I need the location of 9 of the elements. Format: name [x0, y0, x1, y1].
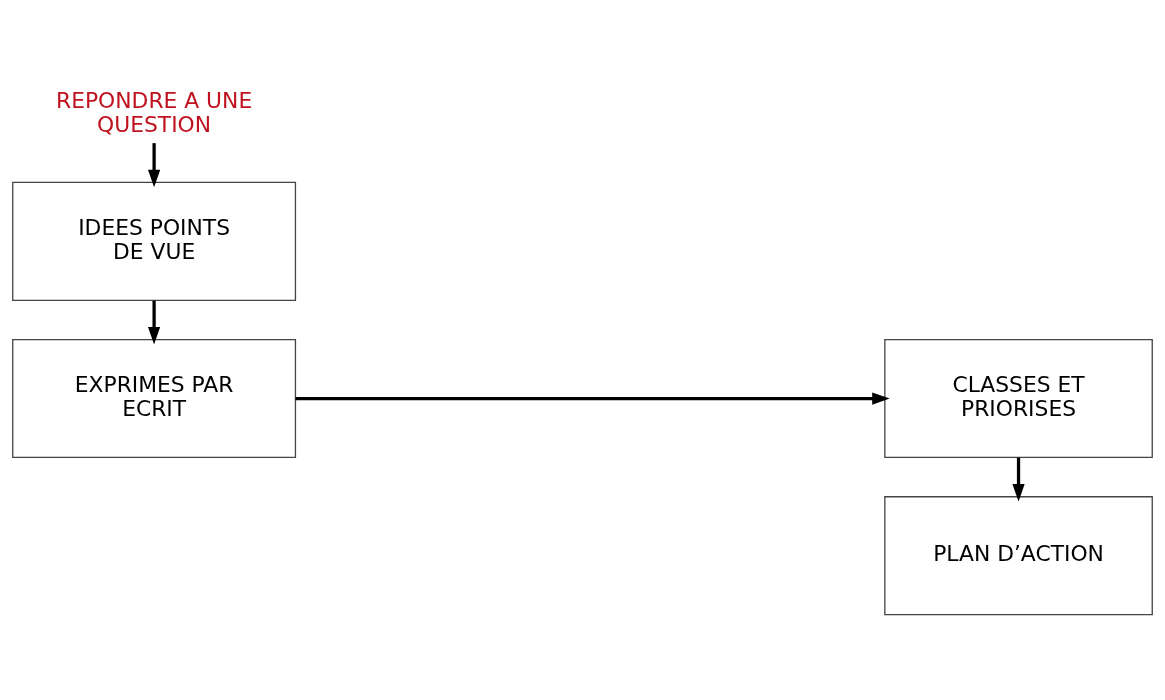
- node-box: CLASSES ET PRIORISES: [884, 338, 1153, 458]
- node-text: REPONDRE A UNE QUESTION: [56, 87, 253, 137]
- arrow: [295, 391, 890, 405]
- node-box: IDEES POINTS DE VUE: [12, 181, 297, 301]
- node-box: PLAN D’ACTION: [884, 495, 1153, 615]
- arrow: [147, 142, 161, 187]
- arrow: [1012, 457, 1025, 502]
- arrow: [147, 300, 161, 344]
- node-box: EXPRIMES PAR ECRIT: [12, 338, 297, 458]
